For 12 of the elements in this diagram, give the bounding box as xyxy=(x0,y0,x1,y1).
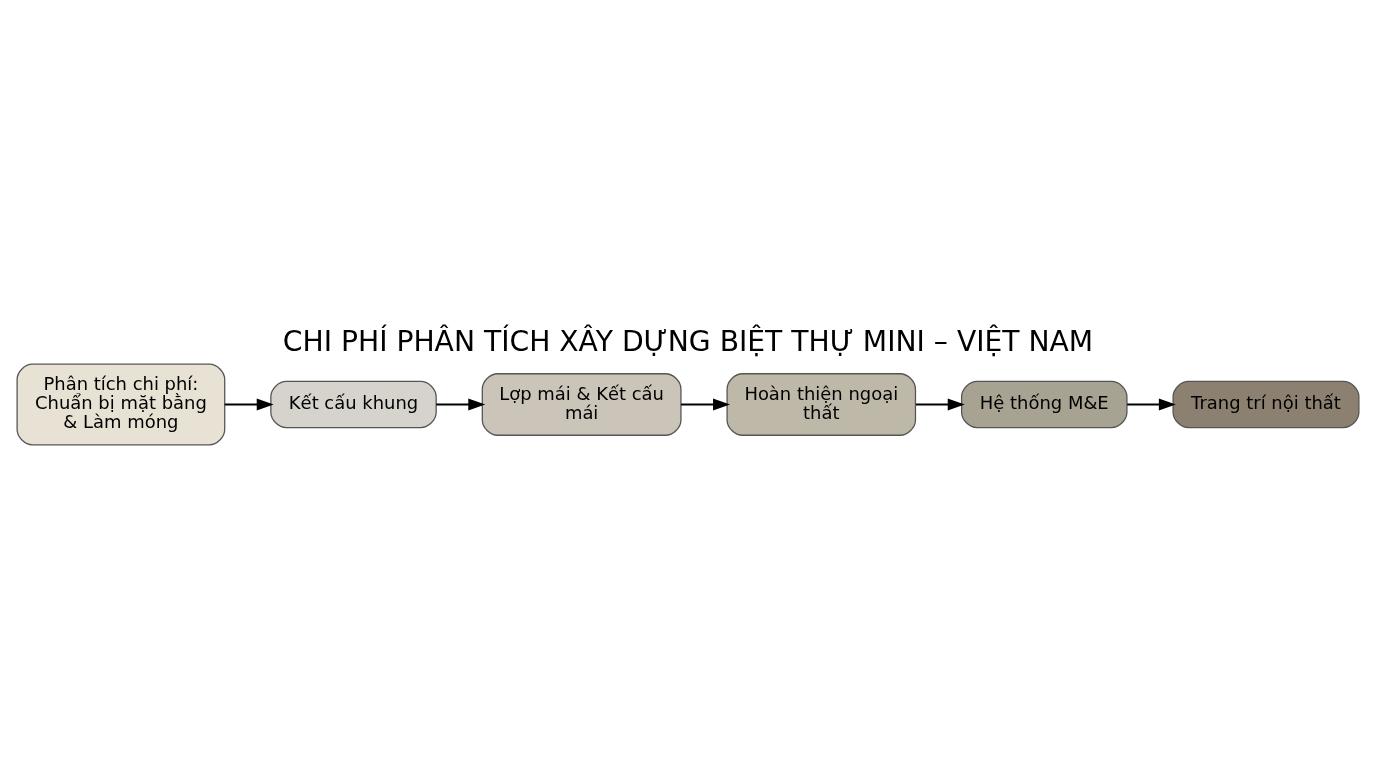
arrow xyxy=(916,398,965,411)
node-box: Trang trí nội thất xyxy=(1172,380,1360,429)
arrow xyxy=(224,398,274,411)
node-box: Phân tích chi phí: Chuẩn bị mặt bằng & Làm móng xyxy=(16,363,226,446)
arrow xyxy=(681,398,730,411)
arrow xyxy=(436,398,486,411)
arrow xyxy=(1127,398,1176,411)
node-box: Hệ thống M&E xyxy=(960,380,1128,429)
diagram-title: CHI PHÍ PHÂN TÍCH XÂY DỰNG BIỆT THỰ MINI – VIỆT NAM xyxy=(282,324,1094,358)
node-box: Kết cấu khung xyxy=(270,380,437,429)
node-box: Hoàn thiện ngoại thất xyxy=(726,373,917,436)
node-box: Lợp mái & Kết cấu mái xyxy=(481,373,682,436)
